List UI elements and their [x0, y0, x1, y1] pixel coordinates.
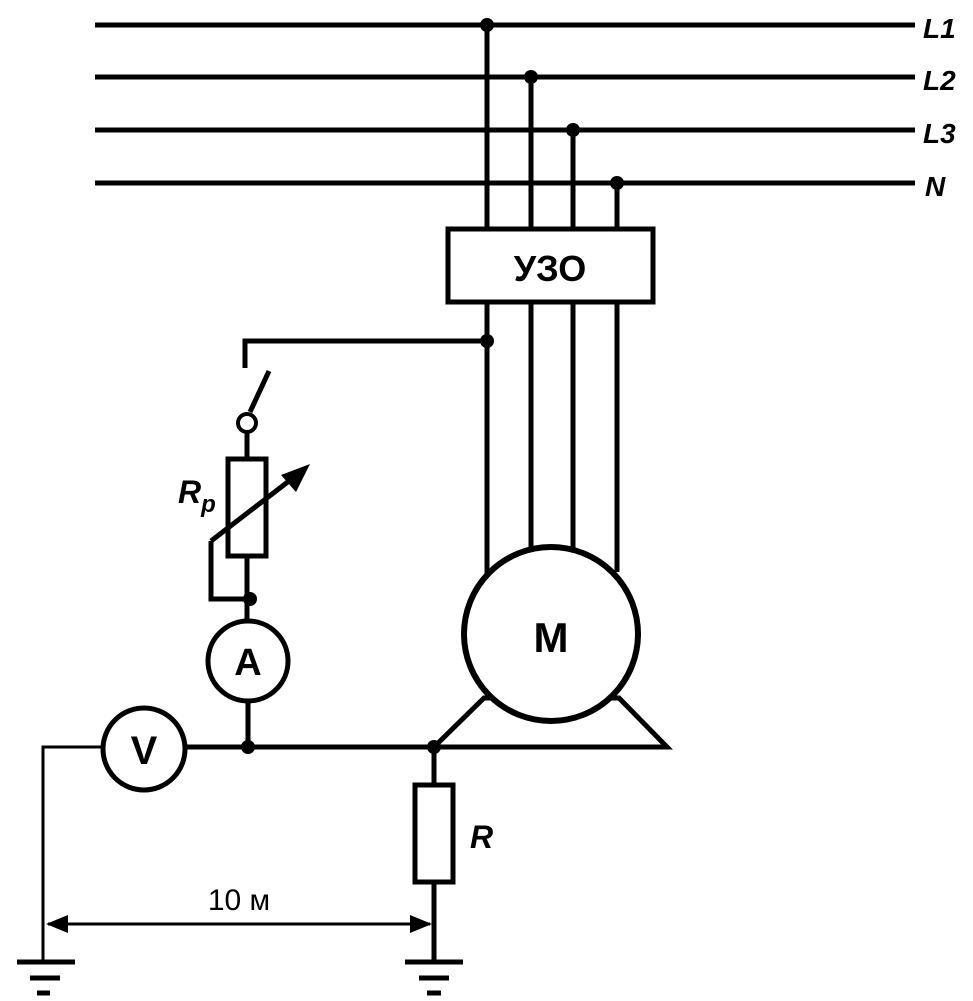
voltmeter-probe-wire [41, 745, 103, 960]
test-tap-wire [242, 338, 487, 368]
rcd-input-wires [480, 18, 624, 229]
rheostat-body [225, 456, 269, 559]
rheostat-arrow-shaft [209, 469, 304, 543]
voltmeter [100, 705, 188, 793]
ground-symbol-probe [17, 959, 75, 996]
grounding-resistor-branch: R [412, 747, 493, 960]
junction-rheostat [243, 592, 257, 606]
test-switch-blade [247, 369, 272, 414]
junction-n [610, 176, 624, 190]
ammeter-label: A [234, 642, 261, 684]
motor-label: M [534, 614, 569, 661]
junction-l3 [566, 123, 580, 137]
test-branch: A [205, 334, 494, 747]
resistor-label: R [470, 819, 493, 855]
label-l3: L3 [923, 118, 956, 149]
rcd-output-wires [484, 302, 620, 578]
rcd-label: УЗО [514, 248, 586, 289]
junction-l1 [480, 18, 494, 32]
dimension-arrow-right [410, 915, 432, 933]
voltmeter-label: V [131, 729, 158, 773]
ground-bus [185, 740, 441, 754]
rheostat-label: Rp [178, 474, 216, 518]
voltmeter-branch: V [41, 705, 188, 960]
junction-l2 [524, 70, 538, 84]
junction-ammeter-bus [241, 740, 255, 754]
dimension-arrow-left [46, 915, 68, 933]
supply-lines [95, 22, 915, 186]
rheostat-arrow-head [281, 464, 310, 492]
label-l1: L1 [923, 13, 956, 44]
motor-base [427, 695, 673, 750]
motor-circle [461, 544, 641, 724]
label-l2: L2 [923, 65, 956, 96]
motor-assembly: M [427, 544, 673, 750]
rheostat-wiper-wire [208, 541, 250, 602]
rcd-box [445, 226, 656, 305]
distance-dimension: 10 м [46, 884, 432, 933]
label-n: N [925, 171, 946, 202]
dimension-label: 10 м [208, 884, 270, 917]
ground-symbol-resistor [405, 959, 463, 996]
grounding-resistor [412, 782, 456, 885]
test-switch-contact [236, 412, 258, 434]
